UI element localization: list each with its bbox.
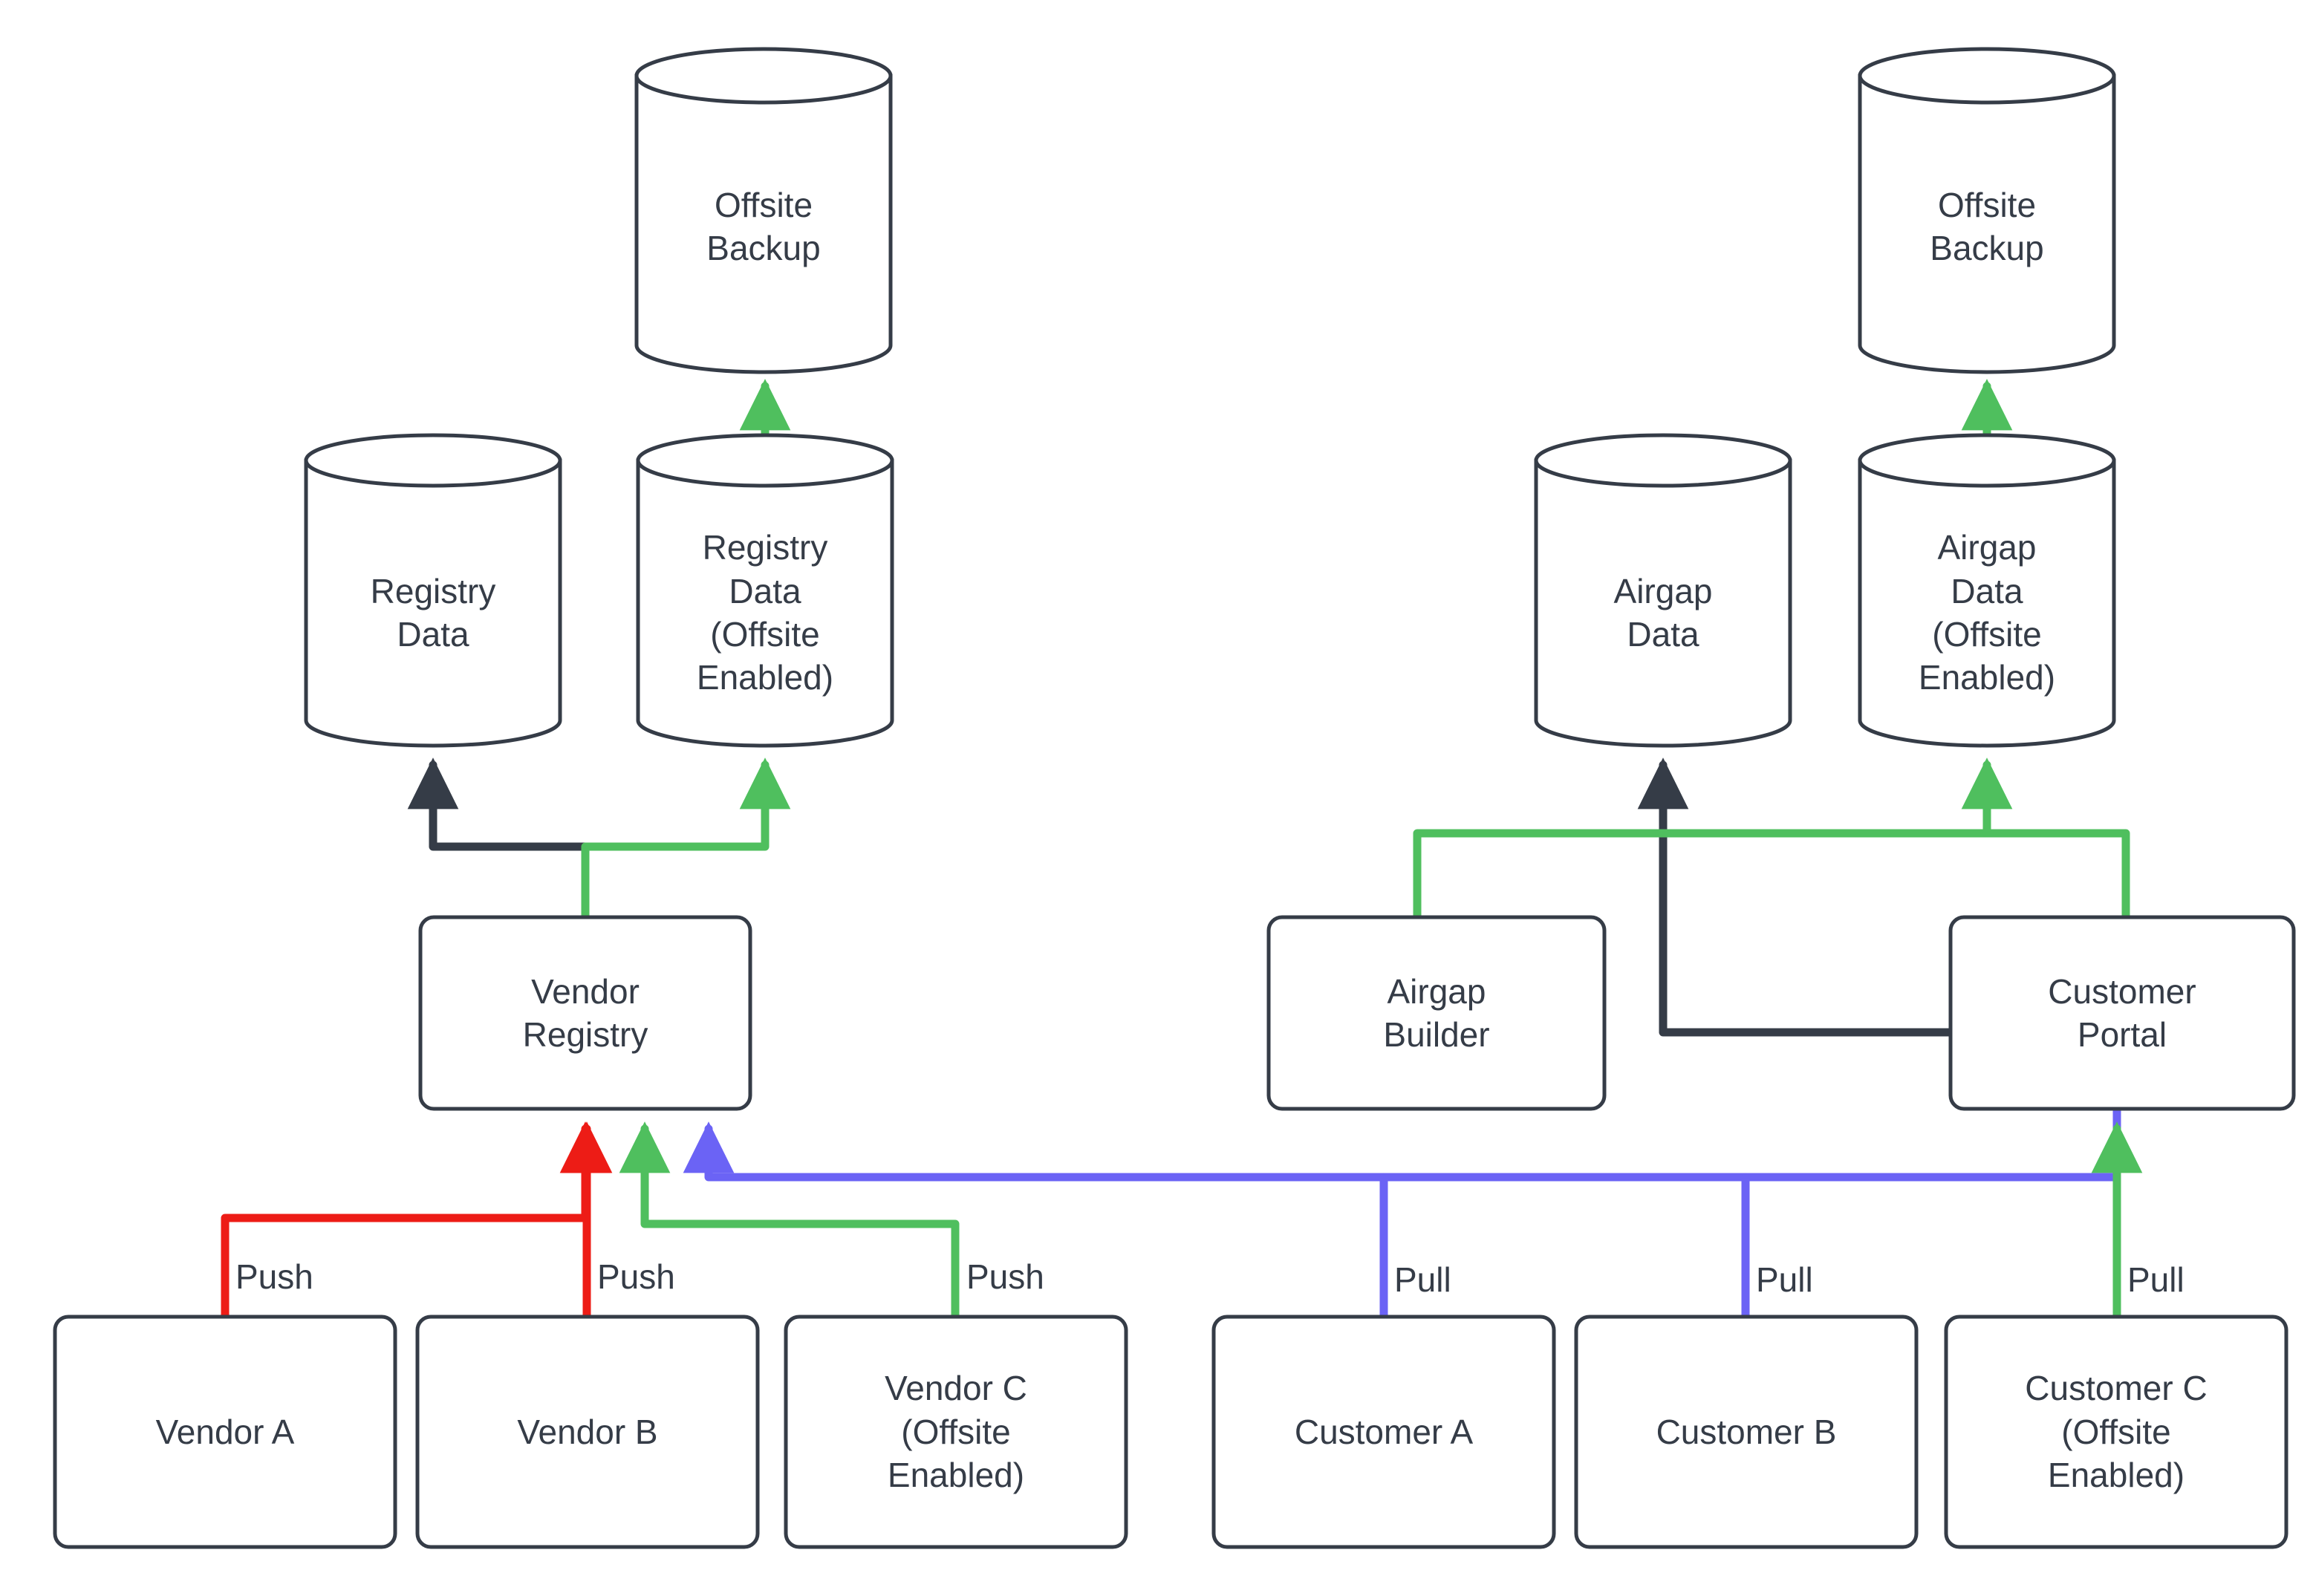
node-customer-a[interactable] — [1211, 1315, 1556, 1549]
edge-label-push-vendor-b: Push — [594, 1260, 678, 1294]
edge-green-rail-to-customer-portal — [1982, 829, 2130, 922]
node-registry-data[interactable] — [304, 433, 562, 748]
node-vendor-b[interactable] — [415, 1315, 760, 1549]
node-customer-b[interactable] — [1574, 1315, 1919, 1549]
node-airgap-data-offsite[interactable] — [1858, 433, 2116, 748]
node-offsite-backup-right[interactable] — [1858, 47, 2116, 374]
edge-label-pull-customer-c: Pull — [2124, 1263, 2187, 1297]
node-registry-data-offsite[interactable] — [636, 433, 894, 748]
node-airgap-builder[interactable] — [1266, 915, 1607, 1111]
node-customer-c[interactable] — [1944, 1315, 2288, 1549]
node-airgap-data[interactable] — [1534, 433, 1792, 748]
edge-customer-portal-to-vendor-registry — [683, 1104, 2121, 1182]
edge-vendor-registry-to-registry-data — [407, 758, 590, 922]
node-vendor-c[interactable] — [784, 1315, 1128, 1549]
edge-vendor-c-push — [619, 1121, 960, 1321]
edge-customer-a-pull — [1379, 1173, 2121, 1321]
edge-customer-portal-to-airgap-data — [1637, 758, 1961, 1037]
node-customer-portal[interactable] — [1948, 915, 2296, 1111]
edge-vendor-registry-to-registry-offsite — [581, 758, 791, 922]
node-offsite-backup-left[interactable] — [634, 47, 893, 374]
edge-label-pull-customer-a: Pull — [1391, 1263, 1454, 1297]
edge-label-push-vendor-a: Push — [232, 1260, 316, 1294]
node-vendor-registry[interactable] — [418, 915, 752, 1111]
edge-label-pull-customer-b: Pull — [1753, 1263, 1816, 1297]
node-vendor-a[interactable] — [53, 1315, 397, 1549]
edge-label-push-vendor-c: Push — [963, 1260, 1047, 1294]
edge-airgap-builder-to-airgap-offsite — [1413, 758, 2013, 922]
